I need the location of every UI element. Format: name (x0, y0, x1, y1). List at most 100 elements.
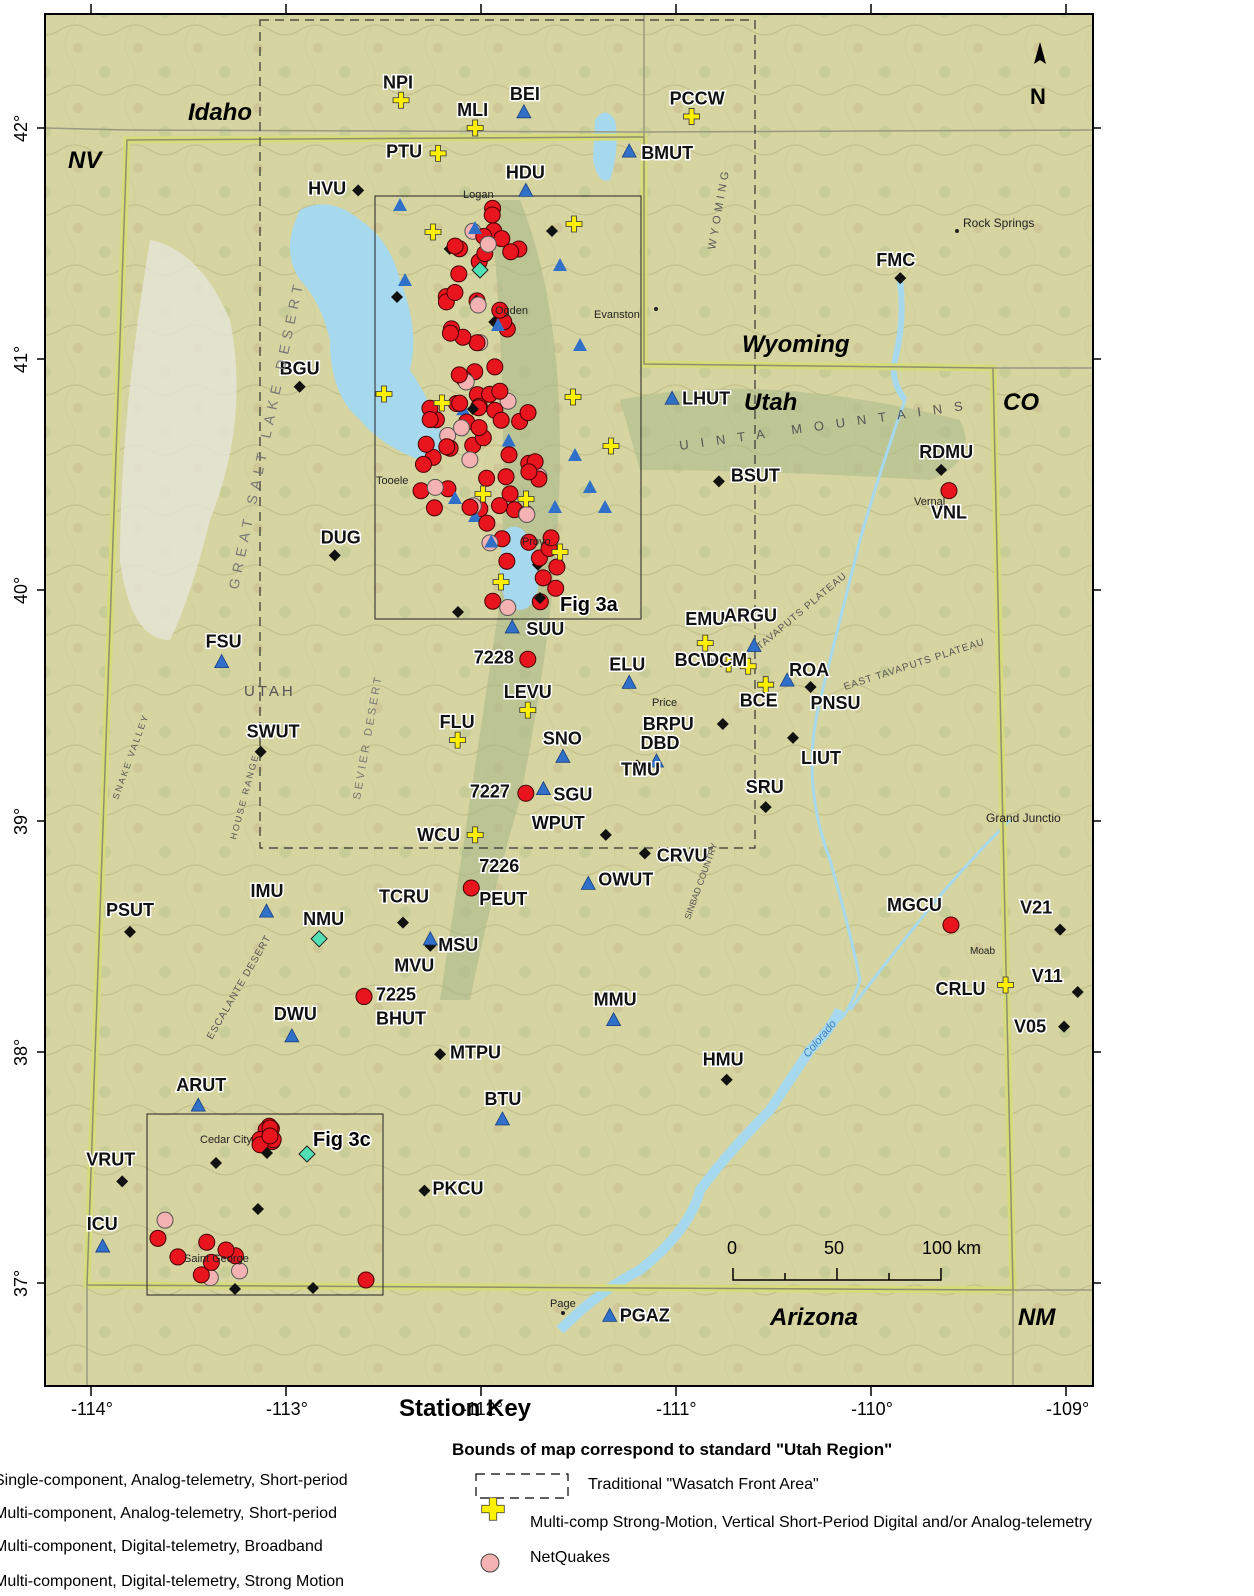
region-label-utah: Utah (744, 389, 797, 416)
station-triangle-mmu (605, 1011, 622, 1027)
legend-item-wasatch: Traditional "Wasatch Front Area" (588, 1476, 819, 1493)
north-wasatch-red-station (483, 206, 501, 224)
cluster-diamond-station (391, 291, 403, 303)
cluster-cross-station (551, 543, 569, 561)
station-label-argu: ARGU (724, 605, 777, 625)
north-wasatch-red-station (450, 265, 468, 283)
legend-dashed-box-icon (475, 1473, 569, 1499)
legend-item-multi-analog: Multi-component, Analog-telemetry, Short… (0, 1505, 337, 1522)
station-diamond-rdmu (935, 463, 948, 476)
station-label-flu: FLU (440, 712, 475, 732)
station-label-btu: BTU (484, 1089, 521, 1109)
station-label-elu: ELU (609, 654, 645, 674)
salt-lake-red-station (451, 394, 469, 412)
cluster-triangle-station (448, 491, 462, 504)
salt-lake-red-station (492, 411, 510, 429)
station-label-fmc: FMC (876, 250, 915, 270)
station-diamond-v11 (1071, 985, 1084, 998)
st-george-netquake-station (231, 1262, 249, 1280)
page-dot (561, 1311, 565, 1315)
station-label-psut: PSUT (106, 900, 154, 920)
station-diamond-swut (254, 745, 267, 758)
scale-bar-line (732, 1268, 942, 1281)
station-diamond-vrut (116, 1175, 129, 1188)
provo-red-station (478, 514, 496, 532)
cluster-triangle-station (398, 273, 412, 286)
cluster-cross-station (474, 485, 492, 503)
salt-lake-netquake-station (452, 419, 470, 437)
station-label-arut: ARUT (176, 1075, 226, 1095)
station-label-lhut: LHUT (682, 388, 730, 408)
station-cross-levu (519, 701, 537, 719)
station-triangle-pgaz (602, 1307, 618, 1322)
place-moab: Moab (970, 946, 995, 957)
ogden-netquake-station (469, 296, 487, 314)
axis-ticks: -114°-113°-112°-111°-110°-109°42°41°40°3… (11, 4, 1101, 1419)
station-label-v21: V21 (1020, 898, 1052, 918)
station-diamond-v05 (1058, 1020, 1071, 1033)
station-diamond-hvu (352, 184, 365, 197)
lat-tick-label: 42° (11, 115, 31, 142)
station-triangle-sno (555, 748, 571, 763)
station-label-mmu: MMU (594, 990, 637, 1010)
place-st-george: Saint George (184, 1253, 249, 1265)
cluster-diamond-station (307, 1282, 319, 1294)
station-label-7225: 7225 (376, 985, 416, 1005)
st-george-red-station (202, 1253, 220, 1271)
provo-red-station (520, 533, 538, 551)
station-label-crlu: CRLU (936, 979, 986, 999)
cluster-diamond-station (261, 1147, 273, 1159)
lake-powell (556, 1007, 845, 1334)
station-label-suu: SUU (526, 619, 564, 639)
cluster-teal-station (298, 1145, 316, 1163)
station-label-pnsu: PNSU (811, 693, 861, 713)
station-label-vrut: VRUT (86, 1149, 135, 1169)
scale-label-0: 0 (727, 1238, 737, 1258)
station-label-tcru: TCRU (379, 887, 429, 907)
station-diamond-bgu (293, 380, 306, 393)
bear-lake (593, 112, 617, 181)
station-label-v11: V11 (1032, 966, 1063, 986)
station-label-mtpu: MTPU (450, 1042, 501, 1062)
station-label-levu: LEVU (504, 682, 552, 702)
provo-netquake-station (499, 599, 517, 617)
lat-tick-label: 39° (11, 808, 31, 835)
region-label-nm: NM (1018, 1304, 1056, 1331)
region-label-nv: NV (68, 147, 103, 174)
st-george-red-station (149, 1229, 167, 1247)
station-cross-emu (696, 634, 714, 652)
station-triangle-dwu (284, 1027, 300, 1043)
place-vernal: Vernal (914, 496, 945, 508)
station-label-liut: LIUT (801, 748, 841, 768)
station-diamond-wput (599, 828, 612, 841)
place-utah-state: UTAH (244, 683, 296, 700)
north-label: N (1030, 84, 1046, 109)
region-label-wyoming: Wyoming (742, 331, 850, 358)
state-borders (45, 14, 1093, 1386)
place-page: Page (550, 1298, 576, 1310)
station-cross-bce (757, 676, 775, 694)
station-label-brpu: BRPU (643, 714, 694, 734)
scale-label-50: 50 (824, 1238, 844, 1258)
station-red-7226 (462, 879, 480, 897)
station-diamond-v21 (1054, 923, 1067, 936)
flaming-gorge-reservoir (890, 279, 908, 402)
cluster-cross-station (424, 223, 442, 241)
station-label-mvu: MVU (394, 956, 434, 976)
station-label-roa: ROA (789, 660, 829, 680)
place-tooele: Tooele (376, 475, 408, 487)
station-triangle-imu (258, 903, 275, 918)
place-cedar-city: Cedar City (200, 1134, 252, 1146)
station-cross-mli (466, 119, 484, 137)
rock-springs-dot (955, 229, 959, 233)
station-label-wcu: WCU (417, 825, 460, 845)
salt-lake-red-station (497, 468, 515, 486)
station-label-sgu: SGU (553, 785, 592, 805)
ogden-red-station (441, 324, 459, 342)
lon-tick-label: -113° (266, 1399, 308, 1419)
cluster-diamond-station (229, 1283, 241, 1295)
station-diamond-hmu (720, 1073, 733, 1086)
ogden-red-station (446, 284, 464, 302)
provo-red-station (490, 497, 508, 515)
provo-red-station (548, 558, 566, 576)
